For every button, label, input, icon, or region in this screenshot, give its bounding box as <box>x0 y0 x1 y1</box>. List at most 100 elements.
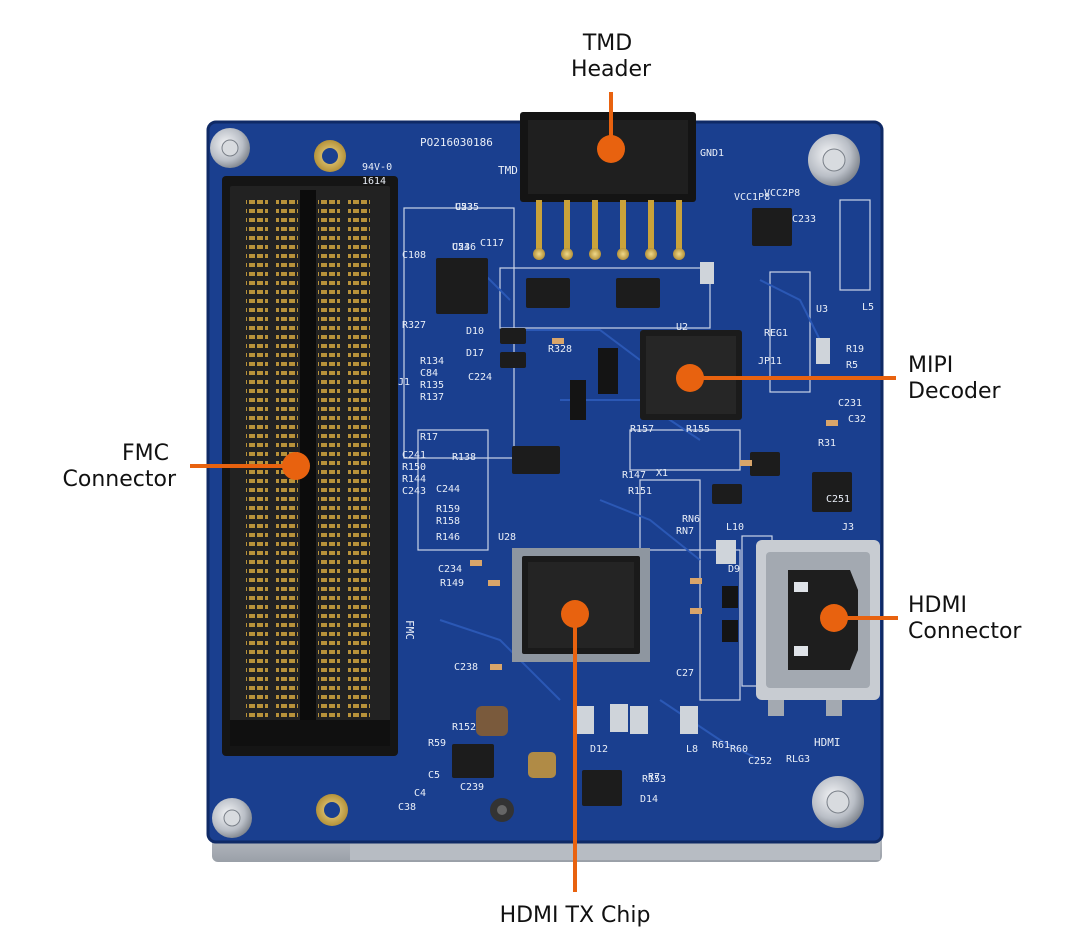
silk-refdes: C243 <box>402 486 426 497</box>
silk-refdes: L8 <box>686 744 698 755</box>
callout-hdmi-connector-line-1: HDMI <box>908 593 967 618</box>
callout-hdmi-tx-chip-label: HDMI TX Chip <box>500 903 651 928</box>
callout-tmd-header-line-2: Header <box>571 57 652 82</box>
silk-fmc: FMC <box>403 620 416 640</box>
silk-refdes: R157 <box>630 424 654 435</box>
callout-tmd-header-dot <box>597 135 625 163</box>
callout-mipi-decoder-line-2: Decoder <box>908 379 1002 404</box>
silk-refdes: R7 <box>648 772 660 783</box>
silk-refdes: U53 <box>455 202 473 213</box>
silk-refdes: R31 <box>818 438 836 449</box>
callout-mipi-decoder: MIPI Decoder <box>676 353 1002 404</box>
silk-refdes: X1 <box>656 468 668 479</box>
gold-mounting-holes <box>314 140 348 826</box>
callout-tmd-header-line-1: TMD <box>582 31 632 56</box>
silk-refdes: C231 <box>838 398 862 409</box>
silk-refdes: C117 <box>480 238 504 249</box>
callout-hdmi-connector: HDMI Connector <box>820 593 1022 644</box>
small-ics <box>436 208 852 806</box>
silk-refdes: R150 <box>402 462 426 473</box>
silk-refdes: R153 <box>642 774 666 785</box>
silk-refdes: R19 <box>846 344 864 355</box>
silk-refdes: J3 <box>842 522 854 533</box>
silk-refdes: REG1 <box>764 328 788 339</box>
silk-refdes: C38 <box>398 802 416 813</box>
callout-tmd-header-label: TMD Header <box>571 31 652 82</box>
silk-refdes: R158 <box>436 516 460 527</box>
silk-serial: PO216030186 <box>420 136 493 149</box>
silk-refdes: R135 <box>420 380 444 391</box>
silk-refdes: VCC2P8 <box>764 188 800 199</box>
silk-refdes: C241 <box>402 450 426 461</box>
callout-hdmi-connector-dot <box>820 604 848 632</box>
silk-refdes: R146 <box>436 532 460 543</box>
silk-refdes: U3 <box>816 304 828 315</box>
silk-refdes: R5 <box>846 360 858 371</box>
silk-refdes: D12 <box>590 744 608 755</box>
callout-hdmi-tx-chip: HDMI TX Chip <box>500 600 651 928</box>
silk-refdes: R60 <box>730 744 748 755</box>
silk-refdes: C108 <box>402 250 426 261</box>
callout-mipi-decoder-label: MIPI Decoder <box>908 353 1002 404</box>
callout-fmc-connector-line-1: FMC <box>122 441 169 466</box>
silk-rating: 94V-0 <box>362 162 392 173</box>
callout-mipi-decoder-dot <box>676 364 704 392</box>
silk-refdes: R155 <box>686 424 710 435</box>
callout-mipi-decoder-line-1: MIPI <box>908 353 953 378</box>
silk-refdes: C224 <box>468 372 492 383</box>
silk-refdes: R147 <box>622 470 646 481</box>
silk-refdes: C4 <box>414 788 426 799</box>
silk-refdes: RLG3 <box>786 754 810 765</box>
passive-components <box>470 262 838 822</box>
silk-refdes: L5 <box>862 302 874 313</box>
silk-refdes: C238 <box>454 662 478 673</box>
callout-fmc-connector-line-2: Connector <box>63 467 177 492</box>
callout-fmc-connector-dot <box>282 452 310 480</box>
silk-date: 1614 <box>362 176 386 187</box>
silk-refdes: U54 <box>452 242 470 253</box>
callout-fmc-connector-label: FMC Connector <box>63 441 177 492</box>
silk-refdes: U28 <box>498 532 516 543</box>
silk-refdes: R138 <box>452 452 476 463</box>
silk-refdes: C84 <box>420 368 438 379</box>
callout-fmc-connector: FMC Connector <box>63 441 310 492</box>
silk-refdes: GND1 <box>700 148 724 159</box>
callout-hdmi-connector-label: HDMI Connector <box>908 593 1022 644</box>
silk-refdes: C236 <box>452 242 476 253</box>
silk-refdes: R137 <box>420 392 444 403</box>
silk-refdes: J1 <box>398 377 410 388</box>
silk-refdes: D10 <box>466 326 484 337</box>
silk-refdes: D17 <box>466 348 484 359</box>
silkscreen-text: PO216030186 94V-0 1614 TMD FMC HDMI <box>362 136 841 749</box>
silk-refdes: R328 <box>548 344 572 355</box>
silk-refdes: C235 <box>455 202 479 213</box>
silk-refdes: R149 <box>440 578 464 589</box>
silk-refdes: R59 <box>428 738 446 749</box>
silk-refdes: C27 <box>676 668 694 679</box>
silk-refdes: R327 <box>402 320 426 331</box>
silk-refdes: C234 <box>438 564 462 575</box>
silk-refdes: R151 <box>628 486 652 497</box>
hdmi-connector <box>756 540 880 716</box>
silk-refdes: C5 <box>428 770 440 781</box>
silk-refdes: R152 <box>452 722 476 733</box>
silk-refdes: L10 <box>726 522 744 533</box>
silk-refdes: C252 <box>748 756 772 767</box>
silk-refdes: VCC1P8 <box>734 192 770 203</box>
silk-refdes: R134 <box>420 356 444 367</box>
silk-refdes: D9 <box>728 564 740 575</box>
silk-refdes: C251 <box>826 494 850 505</box>
silk-refdes: R144 <box>402 474 426 485</box>
silk-refdes: R61 <box>712 740 730 751</box>
silk-hdmi: HDMI <box>814 736 841 749</box>
callouts: TMD Header MIPI Decoder FMC Connector <box>63 31 1023 928</box>
silk-refdes: JP11 <box>758 356 782 367</box>
silk-refdes: C244 <box>436 484 460 495</box>
silk-refdes: C239 <box>460 782 484 793</box>
silk-refdes: C32 <box>848 414 866 425</box>
silk-refdes: U2 <box>676 322 688 333</box>
silk-refdes: C233 <box>792 214 816 225</box>
silk-refdes: RN6 <box>682 514 700 525</box>
silk-refdes: R17 <box>420 432 438 443</box>
silk-tmd: TMD <box>498 164 518 177</box>
